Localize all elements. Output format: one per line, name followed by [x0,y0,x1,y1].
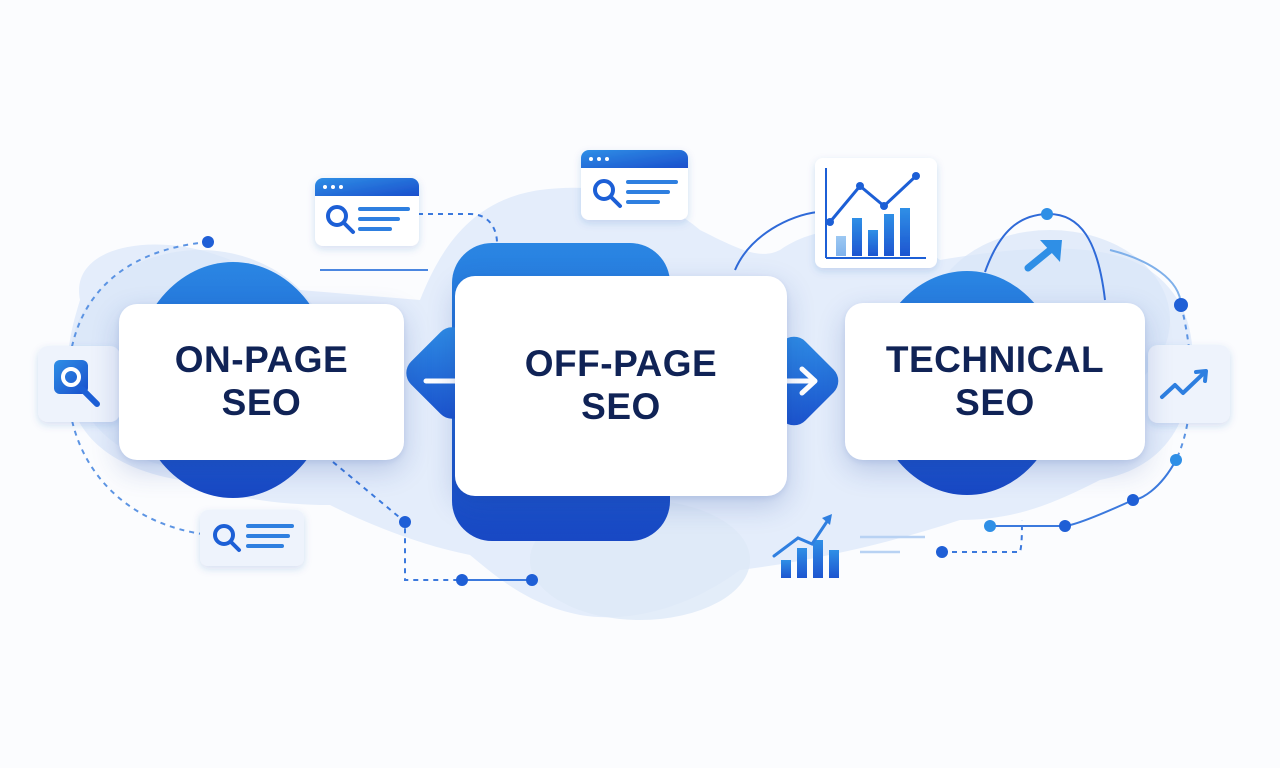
dot [202,236,214,248]
search-list-card [200,510,304,566]
line-chart-icon [815,158,937,268]
technical-seo-card: TECHNICAL SEO [845,303,1145,460]
left-bottom-dashed-path [332,461,462,581]
search-icon [61,367,81,387]
browser-search-window-icon [581,150,688,220]
right-trend-tile [1148,345,1230,423]
dot [1174,298,1188,312]
bar-chart-icon [772,514,839,578]
left-dashed-curve [66,241,211,536]
arrow-up-right-icon [1024,240,1062,272]
onpage-to-card-dashed [418,213,498,244]
dot [1127,494,1139,506]
bottom-right-dashed [942,519,1023,553]
right-curve [1109,249,1182,306]
technical-seo-title-line1: TECHNICAL [885,338,1105,380]
dot [526,574,538,586]
dot [1041,208,1053,220]
dot [984,520,996,532]
browser-search-window-icon [315,178,419,246]
dot [936,546,948,558]
off-page-seo-title-line2: SEO [581,386,661,427]
dot [1170,454,1182,466]
on-page-seo-card: ON-PAGE SEO [119,304,404,460]
dot [399,516,411,528]
trending-up-icon [1160,370,1207,399]
off-page-seo-title-line1: OFF-PAGE [524,343,718,385]
on-page-seo-title-line1: ON-PAGE [174,339,349,381]
connector-dots [202,208,1188,586]
dot [1059,520,1071,532]
off-page-seo-card: OFF-PAGE SEO [455,276,787,496]
technical-arc-left [734,211,819,271]
bottom-right-lines [860,535,925,554]
technical-seo-title-line2: SEO [955,381,1035,423]
left-search-tile [38,346,120,422]
on-page-seo-title-line2: SEO [221,382,302,423]
search-handle [79,386,100,407]
dot [456,574,468,586]
